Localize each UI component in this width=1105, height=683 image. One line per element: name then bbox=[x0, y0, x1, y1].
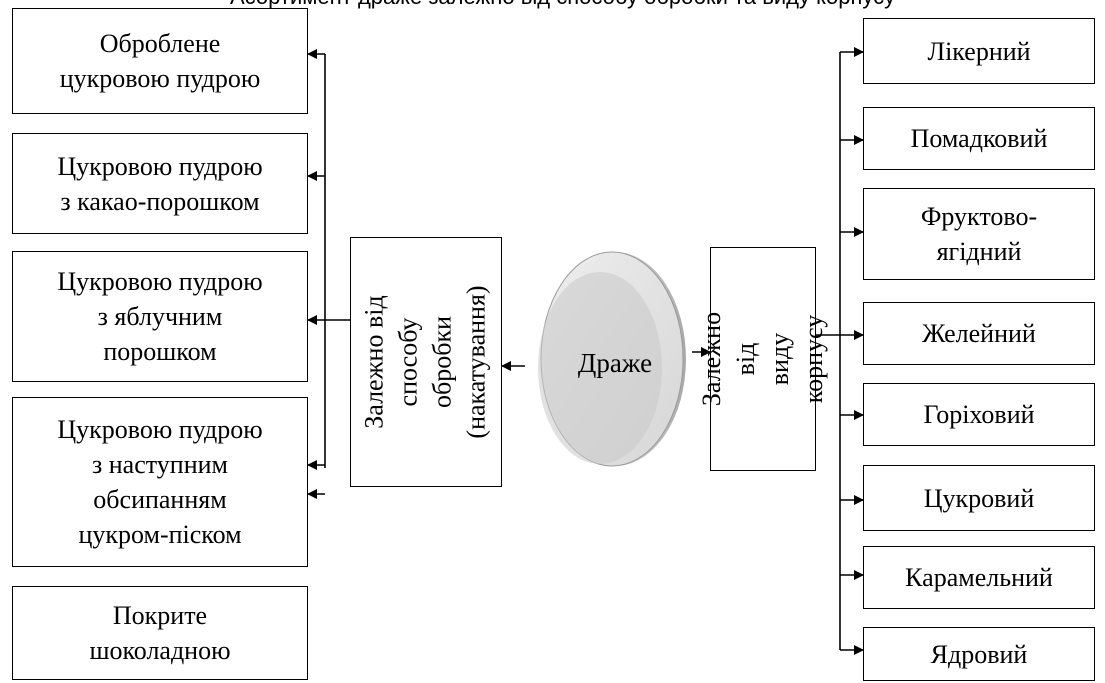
left-item-box: Цукровою пудрою з какао-порошком bbox=[12, 133, 308, 234]
right-item-box: Фруктово- ягідний bbox=[863, 188, 1095, 280]
right-item-label: Цукровий bbox=[923, 483, 1035, 513]
right-item-label: Фруктово- ягідний bbox=[920, 202, 1038, 266]
left-item-label: Цукровою пудрою з какао-порошком bbox=[57, 151, 263, 216]
cut-header-text: Асортимент драже залежно від способу обр… bbox=[0, 0, 1105, 10]
right-item-box: Карамельний bbox=[863, 546, 1095, 609]
center-cylinder-shape bbox=[538, 251, 686, 467]
right-item-label: Карамельний bbox=[905, 563, 1053, 592]
left-item-label: Покрите шоколадною bbox=[89, 601, 231, 665]
right-group-label: Залежно від виду корпусу bbox=[697, 311, 828, 407]
left-group-box: Залежно від способу обробки (накатування… bbox=[350, 237, 502, 487]
left-item-box: Цукровою пудрою з яблучним порошком bbox=[12, 251, 308, 382]
header-text: Асортимент драже залежно від способу обр… bbox=[230, 0, 895, 10]
left-item-label: Цукровою пудрою з яблучним порошком bbox=[57, 267, 263, 366]
right-item-box: Цукровий bbox=[863, 465, 1095, 531]
right-item-label: Ядровий bbox=[930, 639, 1028, 669]
center-label: Драже bbox=[577, 348, 653, 378]
right-item-label: Помадковий bbox=[910, 124, 1048, 153]
right-item-label: Лікерний bbox=[927, 36, 1031, 66]
right-group-box: Залежно від виду корпусу bbox=[697, 247, 828, 471]
right-item-label: Горіховий bbox=[923, 400, 1035, 429]
right-item-box: Горіховий bbox=[863, 383, 1095, 446]
right-item-box: Желейний bbox=[863, 302, 1095, 365]
left-item-label: Оброблене цукровою пудрою bbox=[59, 29, 261, 93]
left-item-box: Оброблене цукровою пудрою bbox=[12, 8, 308, 114]
right-item-box: Ядровий bbox=[863, 627, 1095, 681]
left-item-box: Покрите шоколадною bbox=[12, 586, 308, 680]
left-item-label: Цукровою пудрою з наступним обсипанням ц… bbox=[57, 415, 263, 549]
right-item-label: Желейний bbox=[922, 319, 1036, 348]
left-group-label: Залежно від способу обробки (накатування… bbox=[360, 285, 491, 439]
left-item-box: Цукровою пудрою з наступним обсипанням ц… bbox=[12, 397, 308, 567]
right-item-box: Лікерний bbox=[863, 18, 1095, 84]
right-item-box: Помадковий bbox=[863, 107, 1095, 170]
